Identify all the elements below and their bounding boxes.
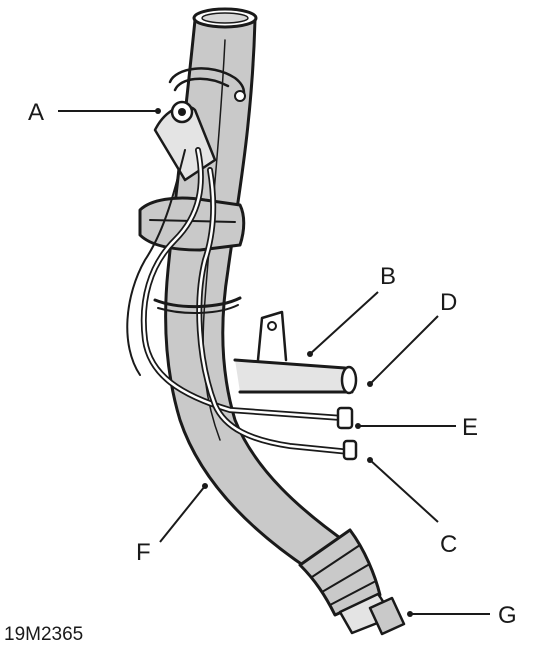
leader-lines <box>58 108 490 617</box>
outlet-nipple <box>338 592 406 636</box>
callout-label-d: D <box>440 289 457 316</box>
pipe-top-opening <box>192 7 258 29</box>
callout-label-b: B <box>380 263 396 290</box>
leader-line-d <box>369 315 439 385</box>
leader-line-f <box>159 485 206 543</box>
callout-label-a: A <box>28 99 44 126</box>
callout-label-g: G <box>498 602 517 629</box>
vent-valve-assembly <box>138 67 246 252</box>
leader-line-c <box>369 459 439 523</box>
callout-label-f: F <box>136 539 151 566</box>
line-tubes <box>126 147 358 461</box>
figure-id: 19M2365 <box>4 624 83 645</box>
mounting-bracket <box>233 310 358 395</box>
callout-label-c: C <box>440 531 457 558</box>
callout-label-e: E <box>462 414 478 441</box>
pipe-clamp <box>153 296 242 314</box>
filler-pipe-body <box>164 18 352 572</box>
leader-line-b <box>309 291 379 355</box>
